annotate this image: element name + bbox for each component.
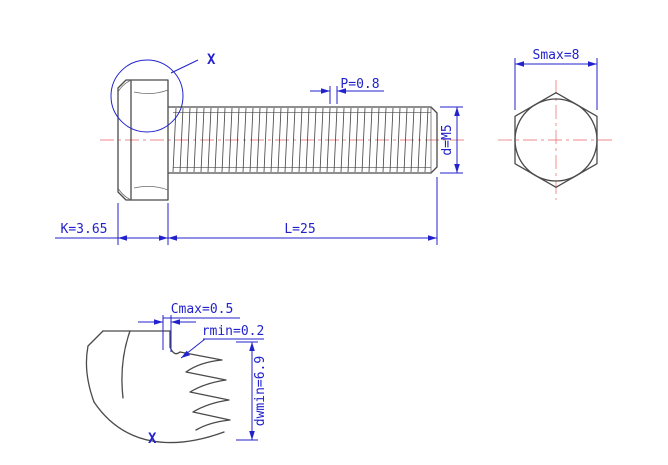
side-view: X P=0.8 d=M5 K=3.65 (55, 52, 468, 245)
bolt-head (117, 79, 169, 201)
fillet-radius-label: rmin=0.2 (202, 324, 265, 339)
chamfer-label: Cmax=0.5 (171, 302, 234, 317)
dimension-washer-face: dwmin=6.9 (236, 341, 268, 441)
dimension-pitch: P=0.8 (310, 77, 384, 104)
length-label: L=25 (284, 222, 315, 237)
dimension-length: L=25 (168, 177, 438, 245)
detail-callout-group: X (110, 52, 216, 133)
hexagon-outline (514, 92, 598, 188)
thread-teeth (179, 351, 231, 431)
detail-circle (110, 59, 184, 133)
washer-face-label: dwmin=6.9 (253, 356, 268, 426)
dimension-across-flats: Smax=8 (514, 48, 598, 110)
detail-head-outline (85, 330, 225, 444)
diameter-label: d=M5 (440, 124, 455, 155)
inscribed-circle (514, 98, 598, 182)
detail-callout-x: X (207, 52, 216, 68)
across-flats-label: Smax=8 (533, 48, 580, 63)
detail-view: Cmax=0.5 rmin=0.2 dwmin=6.9 X (85, 302, 268, 447)
end-view: Smax=8 (498, 48, 614, 200)
dimension-fillet-radius: rmin=0.2 (180, 324, 265, 359)
dimension-chamfer: Cmax=0.5 (138, 302, 240, 352)
detail-view-x-label: X (148, 431, 157, 447)
head-height-label: K=3.65 (61, 222, 108, 237)
dimension-head-height: K=3.65 (55, 203, 169, 245)
dimension-diameter: d=M5 (440, 106, 463, 174)
pitch-label: P=0.8 (340, 77, 379, 92)
